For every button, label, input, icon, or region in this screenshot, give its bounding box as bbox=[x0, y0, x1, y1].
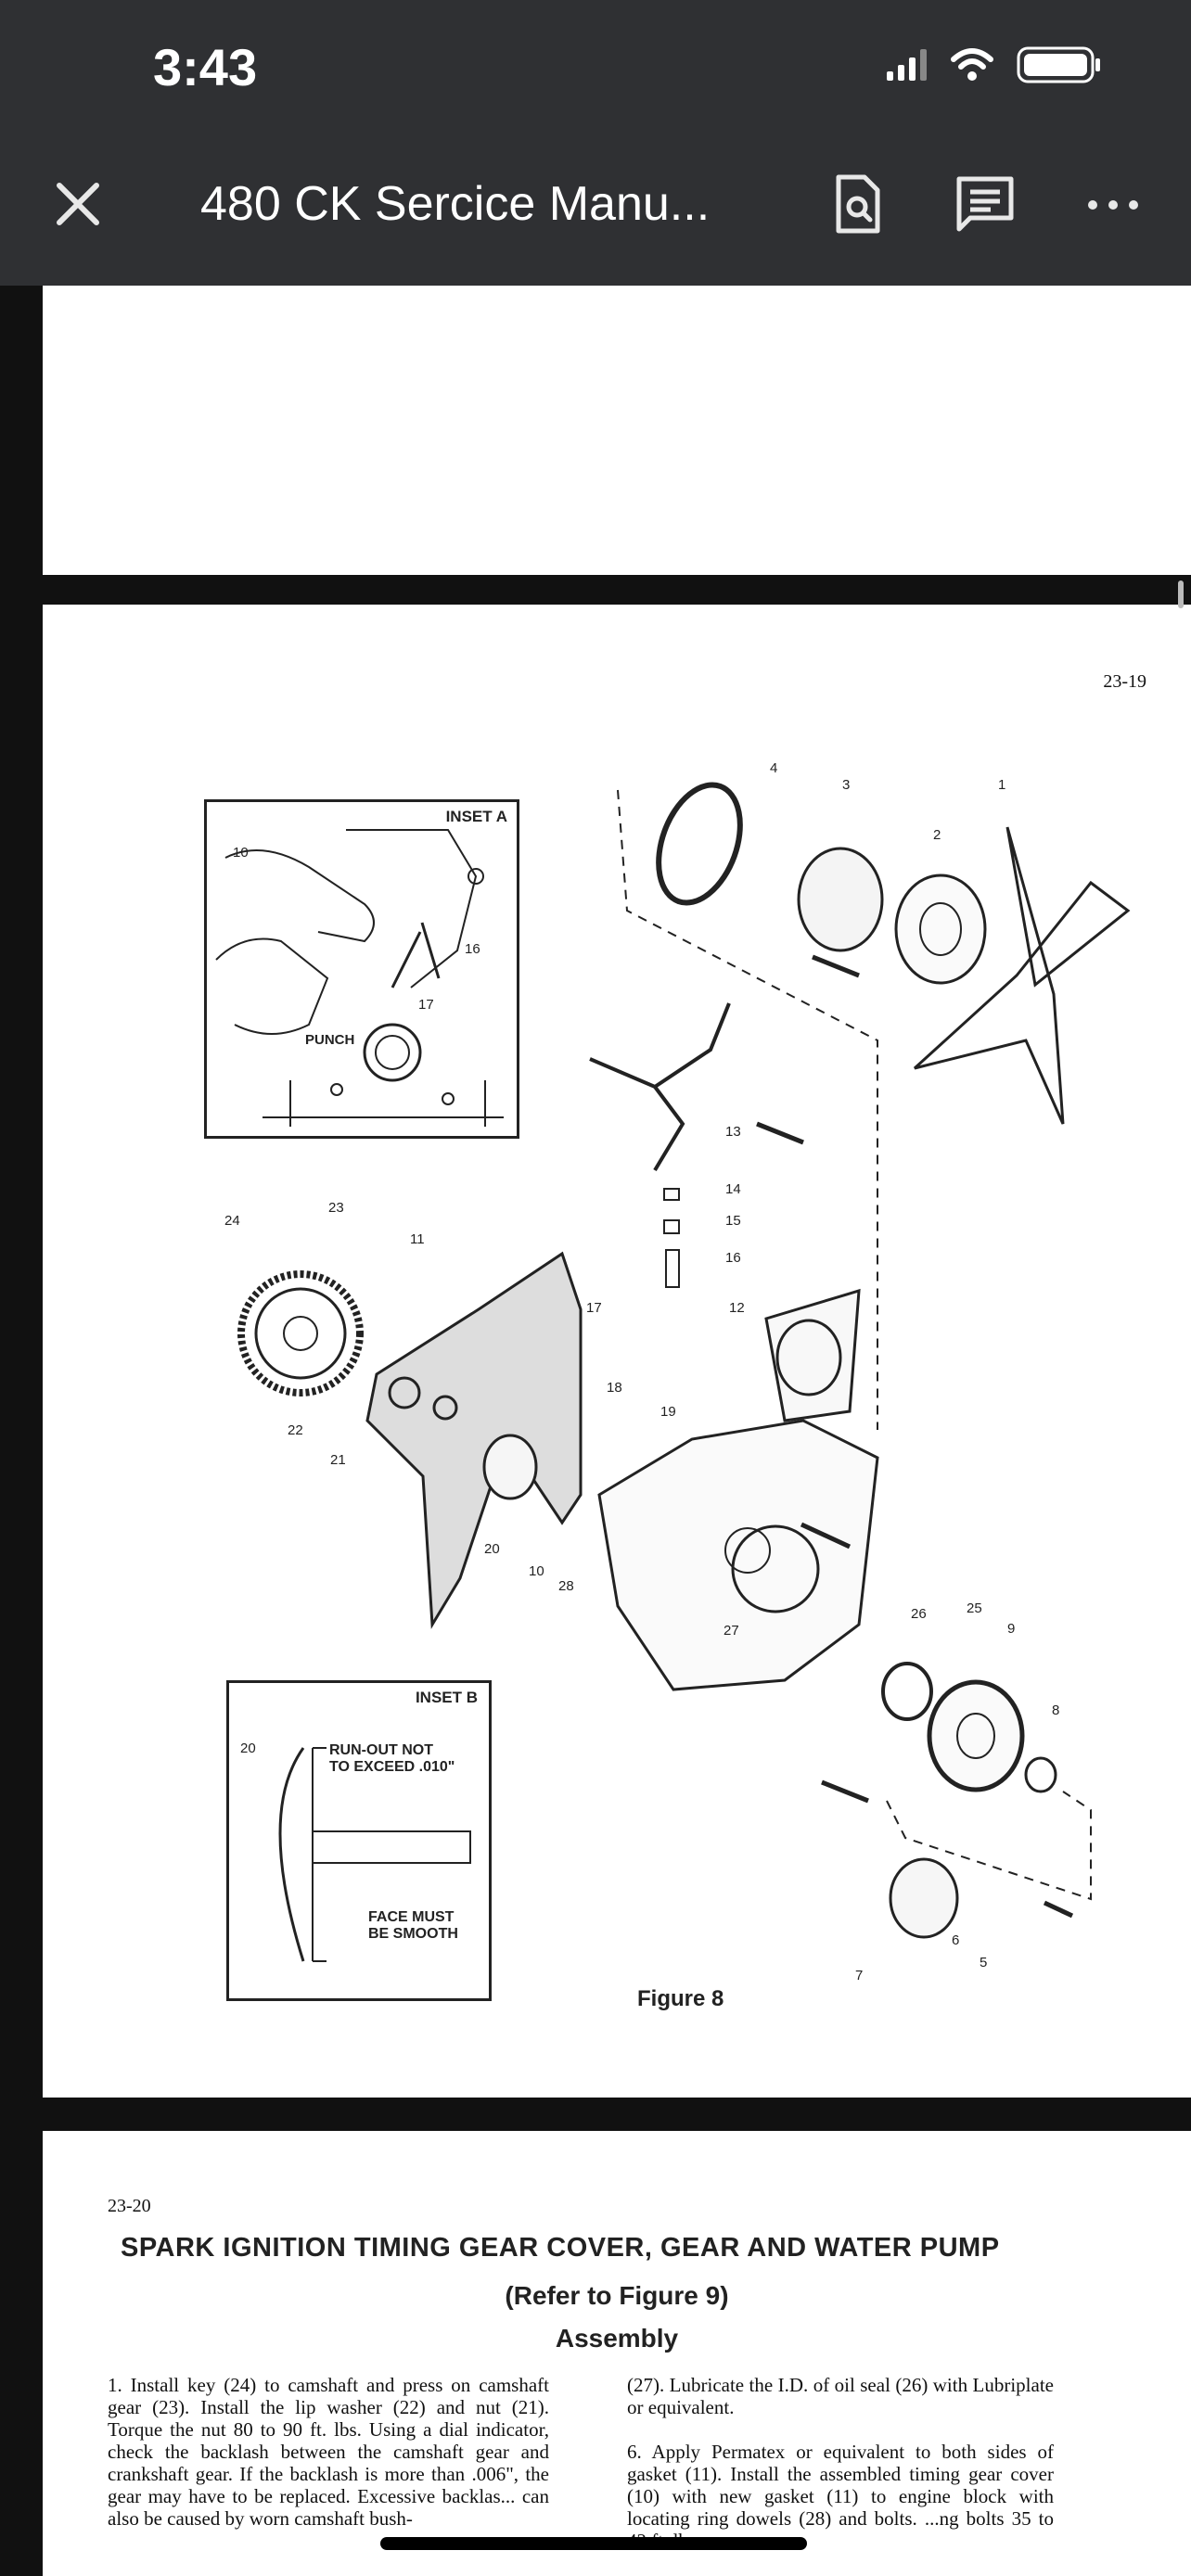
wifi-icon bbox=[951, 48, 993, 81]
callout-6: 6 bbox=[952, 1932, 960, 1948]
callout-15: 15 bbox=[725, 1213, 741, 1229]
section-subheading: Assembly bbox=[555, 2324, 679, 2353]
callout-10: 10 bbox=[233, 845, 249, 861]
callout-24: 24 bbox=[224, 1213, 240, 1229]
callout-28: 28 bbox=[558, 1578, 574, 1594]
callout-10: 10 bbox=[529, 1563, 544, 1579]
callout-8: 8 bbox=[1052, 1702, 1060, 1718]
status-time: 3:43 bbox=[153, 38, 258, 96]
callout-16: 16 bbox=[465, 941, 480, 957]
inset-a-punch-label: PUNCH bbox=[305, 1032, 355, 1048]
signal-icon bbox=[887, 49, 927, 81]
pdf-page-23-19: 23-19 INSET A PUNCH 10 16 17 INSET B RUN… bbox=[43, 605, 1191, 2098]
app-header: 3:43 480 CK Sercice Manu... bbox=[0, 0, 1191, 286]
callout-23: 23 bbox=[328, 1200, 344, 1216]
callout-27: 27 bbox=[724, 1623, 739, 1639]
callout-14: 14 bbox=[725, 1181, 741, 1197]
text-column-left: 1. Install key (24) to camshaft and pres… bbox=[108, 2374, 549, 2530]
inset-a: INSET A PUNCH 10 16 17 bbox=[204, 799, 519, 1139]
inset-b: INSET B RUN-OUT NOT TO EXCEED .010" FACE… bbox=[226, 1680, 492, 2001]
figure-reference: (Refer to Figure 9) bbox=[505, 2281, 729, 2310]
inset-b-face-label: FACE MUST BE SMOOTH bbox=[368, 1909, 458, 1942]
page-number-2: 23-20 bbox=[108, 2196, 151, 2216]
callout-18: 18 bbox=[607, 1380, 622, 1396]
callout-20-inset: 20 bbox=[240, 1741, 256, 1756]
close-icon[interactable] bbox=[48, 174, 108, 234]
callout-17: 17 bbox=[418, 997, 434, 1013]
battery-icon bbox=[1017, 46, 1100, 83]
more-options-icon[interactable] bbox=[1080, 172, 1146, 238]
callout-12: 12 bbox=[729, 1300, 745, 1316]
callout-13: 13 bbox=[725, 1124, 741, 1140]
document-title: 480 CK Sercice Manu... bbox=[200, 177, 711, 231]
pdf-page-23-20 bbox=[43, 2131, 1191, 2576]
text-column-right: (27). Lubricate the I.D. of oil seal (26… bbox=[627, 2374, 1054, 2552]
callout-9: 9 bbox=[1007, 1621, 1016, 1637]
callout-5: 5 bbox=[980, 1955, 988, 1970]
page-number: 23-19 bbox=[1103, 671, 1146, 692]
callout-1: 1 bbox=[998, 777, 1006, 793]
pdf-page-previous bbox=[43, 286, 1191, 575]
callout-2: 2 bbox=[933, 827, 941, 843]
scrollbar-thumb[interactable] bbox=[1178, 580, 1184, 608]
section-title: SPARK IGNITION TIMING GEAR COVER, GEAR A… bbox=[121, 2233, 1000, 2263]
figure-caption: Figure 8 bbox=[637, 1986, 724, 2011]
callout-4: 4 bbox=[770, 760, 778, 776]
inset-b-drawing bbox=[278, 1747, 471, 1962]
callout-17: 17 bbox=[586, 1300, 602, 1316]
callout-16: 16 bbox=[725, 1250, 741, 1266]
comment-icon[interactable] bbox=[952, 172, 1018, 238]
inset-b-runout-label: RUN-OUT NOT TO EXCEED .010" bbox=[329, 1742, 455, 1775]
inset-a-drawing bbox=[215, 829, 504, 1127]
status-icons bbox=[887, 46, 1102, 83]
callout-3: 3 bbox=[842, 777, 851, 793]
inset-a-title: INSET A bbox=[445, 808, 507, 825]
exploded-diagram bbox=[237, 782, 1131, 1939]
search-document-icon[interactable] bbox=[824, 172, 890, 238]
callout-7: 7 bbox=[855, 1968, 864, 1983]
callout-19: 19 bbox=[660, 1404, 676, 1420]
redaction-bar bbox=[380, 2537, 807, 2550]
viewer-gutter bbox=[0, 286, 43, 2576]
callout-26: 26 bbox=[911, 1606, 927, 1622]
callout-11: 11 bbox=[410, 1231, 425, 1247]
callout-22: 22 bbox=[288, 1422, 303, 1438]
callout-20: 20 bbox=[484, 1541, 500, 1557]
inset-b-title: INSET B bbox=[415, 1689, 478, 1706]
callout-21: 21 bbox=[330, 1452, 346, 1468]
callout-25: 25 bbox=[967, 1600, 982, 1616]
